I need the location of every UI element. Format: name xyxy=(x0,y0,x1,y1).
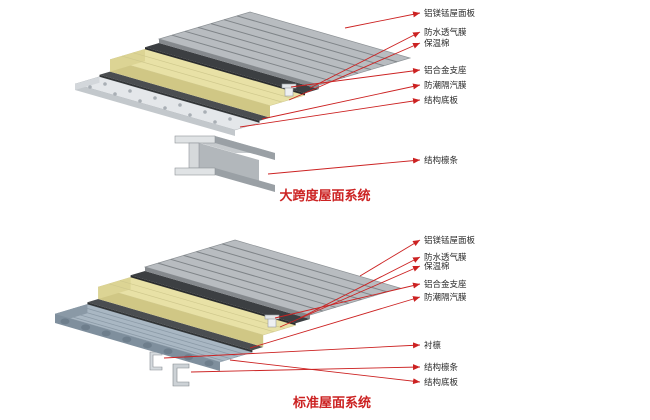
leader-line xyxy=(261,83,421,120)
layer-label: 铝合金支座 xyxy=(424,279,467,290)
leader-line xyxy=(359,239,421,277)
standard-roof-diagram: 铝镁锰屋面板 防水透气膜 保温棉 铝合金支座 防潮隔汽膜 衬檩 结构檩条 结构底… xyxy=(54,235,476,411)
layer-label: 保温棉 xyxy=(424,261,450,272)
layer-label: 结构底板 xyxy=(424,95,459,106)
insulation-layer xyxy=(109,48,306,118)
panel-seams xyxy=(157,243,388,312)
metal-roof-panels xyxy=(143,239,402,319)
layer-label: 防水透气膜 xyxy=(424,27,467,38)
corrugated-deck-layer xyxy=(54,304,254,371)
waterproof-membrane-layer xyxy=(145,43,319,96)
leader-line xyxy=(229,359,421,385)
layer-label: 保温棉 xyxy=(424,38,450,49)
vapor-barrier-layer xyxy=(87,299,264,353)
insulation-layer xyxy=(97,277,297,347)
layer-label: 结构檩条 xyxy=(424,155,459,166)
leader-line xyxy=(190,364,421,373)
leader-lines xyxy=(163,239,421,385)
leader-line xyxy=(163,342,421,359)
layer-labels: 铝镁锰屋面板 防水透气膜 保温棉 铝合金支座 防潮隔汽膜 结构底板 结构檩条 xyxy=(424,8,476,166)
layer-labels: 铝镁锰屋面板 防水透气膜 保温棉 铝合金支座 防潮隔汽膜 衬檩 结构檩条 结构底… xyxy=(424,235,476,388)
layer-label: 防潮隔汽膜 xyxy=(424,80,467,91)
layer-label: 铝镁锰屋面板 xyxy=(424,8,476,19)
leader-line xyxy=(274,282,421,319)
leader-line xyxy=(279,265,421,328)
layer-label: 防潮隔汽膜 xyxy=(424,292,467,303)
layer-label: 铝合金支座 xyxy=(424,65,467,76)
diagram-title: 大跨度屋面系统 xyxy=(279,188,370,204)
layer-label: 铝镁锰屋面板 xyxy=(424,235,476,246)
deck-perforations xyxy=(88,82,232,124)
leader-line xyxy=(239,98,421,128)
steel-beam xyxy=(174,135,275,192)
layer-label: 结构檩条 xyxy=(424,362,459,373)
panel-seams xyxy=(171,15,398,82)
layer-label: 结构底板 xyxy=(424,377,459,388)
corrugation-ribs xyxy=(58,306,246,362)
leader-line xyxy=(267,157,421,175)
layer-label: 防水透气膜 xyxy=(424,252,467,263)
leader-line xyxy=(309,31,421,89)
leader-line xyxy=(249,296,421,349)
large-span-roof-diagram: 铝镁锰屋面板 防水透气膜 保温棉 铝合金支座 防潮隔汽膜 结构底板 结构檩条 大… xyxy=(74,8,476,204)
metal-roof-panels xyxy=(157,11,412,89)
structural-purlin xyxy=(172,363,190,387)
corrugation-waves xyxy=(60,318,214,367)
leader-line xyxy=(344,11,421,29)
leader-line xyxy=(290,67,421,88)
leader-lines xyxy=(239,11,421,175)
vapor-barrier-layer xyxy=(99,71,270,123)
layer-label: 衬檩 xyxy=(424,340,442,351)
leader-line xyxy=(288,42,421,101)
diagram-title: 标准屋面系统 xyxy=(292,395,371,411)
waterproof-membrane-layer xyxy=(130,271,310,326)
lining-purlin xyxy=(149,351,163,371)
